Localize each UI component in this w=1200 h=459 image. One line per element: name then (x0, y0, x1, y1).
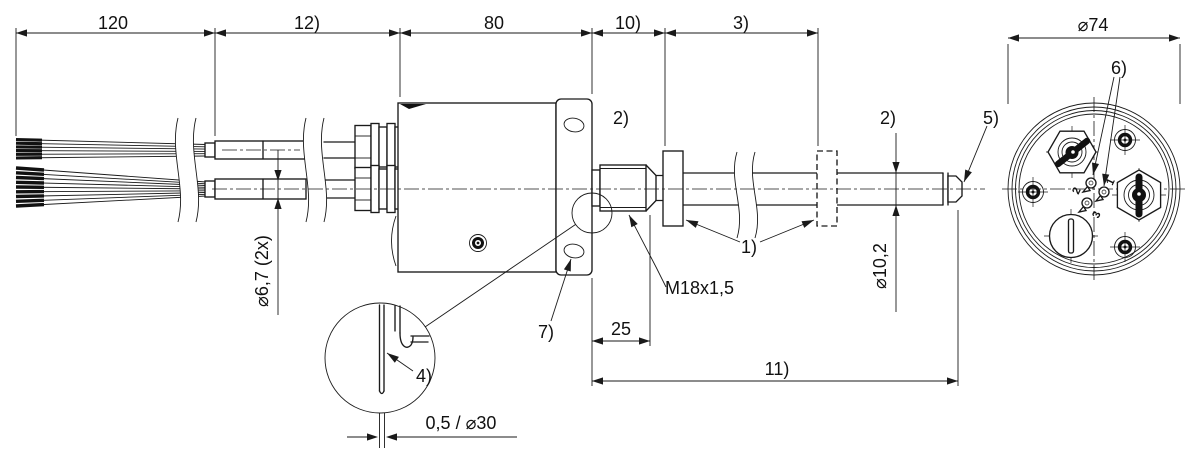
slotted-plug (1044, 209, 1098, 263)
footnote-4-label: 4) (416, 366, 432, 386)
flange-hole-bottom (563, 243, 585, 259)
membrane-dim-label: 0,5 / ⌀30 (426, 413, 497, 433)
port-1-label: 1 (1104, 177, 1117, 188)
footnote-7-label: 7) (538, 322, 554, 342)
flange (555, 98, 593, 276)
footnote-5-label: 5) (983, 108, 999, 128)
thread-m18 (599, 164, 647, 212)
gland-footnote-dim-label: 12) (294, 13, 320, 33)
footnote-3-dim-label: 3) (733, 13, 749, 33)
disc-movable-dashed (816, 150, 838, 227)
screw-left (1018, 177, 1048, 207)
screw-top-right (1110, 125, 1140, 155)
disc-fixed (662, 150, 684, 227)
thread-length-dim-label: 25 (611, 319, 631, 339)
end-view: ⌀74 (1002, 15, 1186, 281)
cable-diameter-dim-label: ⌀6,7 (2x) (252, 235, 272, 307)
cable-wires-top (15, 137, 207, 160)
footnote-2-right-label: 2) (880, 108, 896, 128)
screw-bottom-right (1110, 232, 1140, 262)
cable-gland-top (354, 122, 400, 172)
detail-link-line (424, 224, 576, 328)
flange-diameter-dim-label: ⌀74 (1078, 15, 1109, 35)
detail-callout-circle (571, 192, 613, 234)
cable-length-dim-label: 120 (98, 13, 128, 33)
thread-and-shaft (591, 164, 963, 212)
shaft-diameter-dim-label: ⌀10,2 (870, 243, 890, 289)
cable-wires-bottom (15, 166, 207, 208)
test-ports: 2 1 3 (1070, 177, 1117, 221)
detail-view: 4) 0,5 / ⌀30 (324, 302, 517, 448)
housing (391, 102, 557, 273)
shaft-break-lines (733, 151, 759, 239)
hex-adjuster-top-left (1046, 126, 1098, 178)
total-length-dim-label: 11) (765, 359, 790, 379)
housing-chamfer-mark (400, 104, 426, 109)
footnote-6-label: 6) (1111, 58, 1127, 78)
flange-hole-top (563, 117, 585, 133)
top-dimensions: 120 12) 80 10) 3) (15, 13, 819, 146)
thread-spec-label: M18x1,5 (665, 278, 734, 298)
cable-break-lines (174, 117, 328, 223)
port-2-label: 2 (1070, 186, 1083, 197)
shaft-tip (947, 175, 963, 203)
footnote-1-label: 1) (741, 237, 757, 257)
hex-adjuster-right (1112, 168, 1166, 222)
port-3-label: 3 (1090, 210, 1103, 221)
housing-length-dim-label: 80 (484, 13, 504, 33)
footnote-2-left-label: 2) (613, 108, 629, 128)
annotations: 25 11) ⌀6,7 (2x) ⌀10,2 2) 2) M18x1,5 1) … (252, 108, 999, 386)
main-view (15, 98, 985, 328)
footnote-10-dim-label: 10) (615, 13, 641, 33)
